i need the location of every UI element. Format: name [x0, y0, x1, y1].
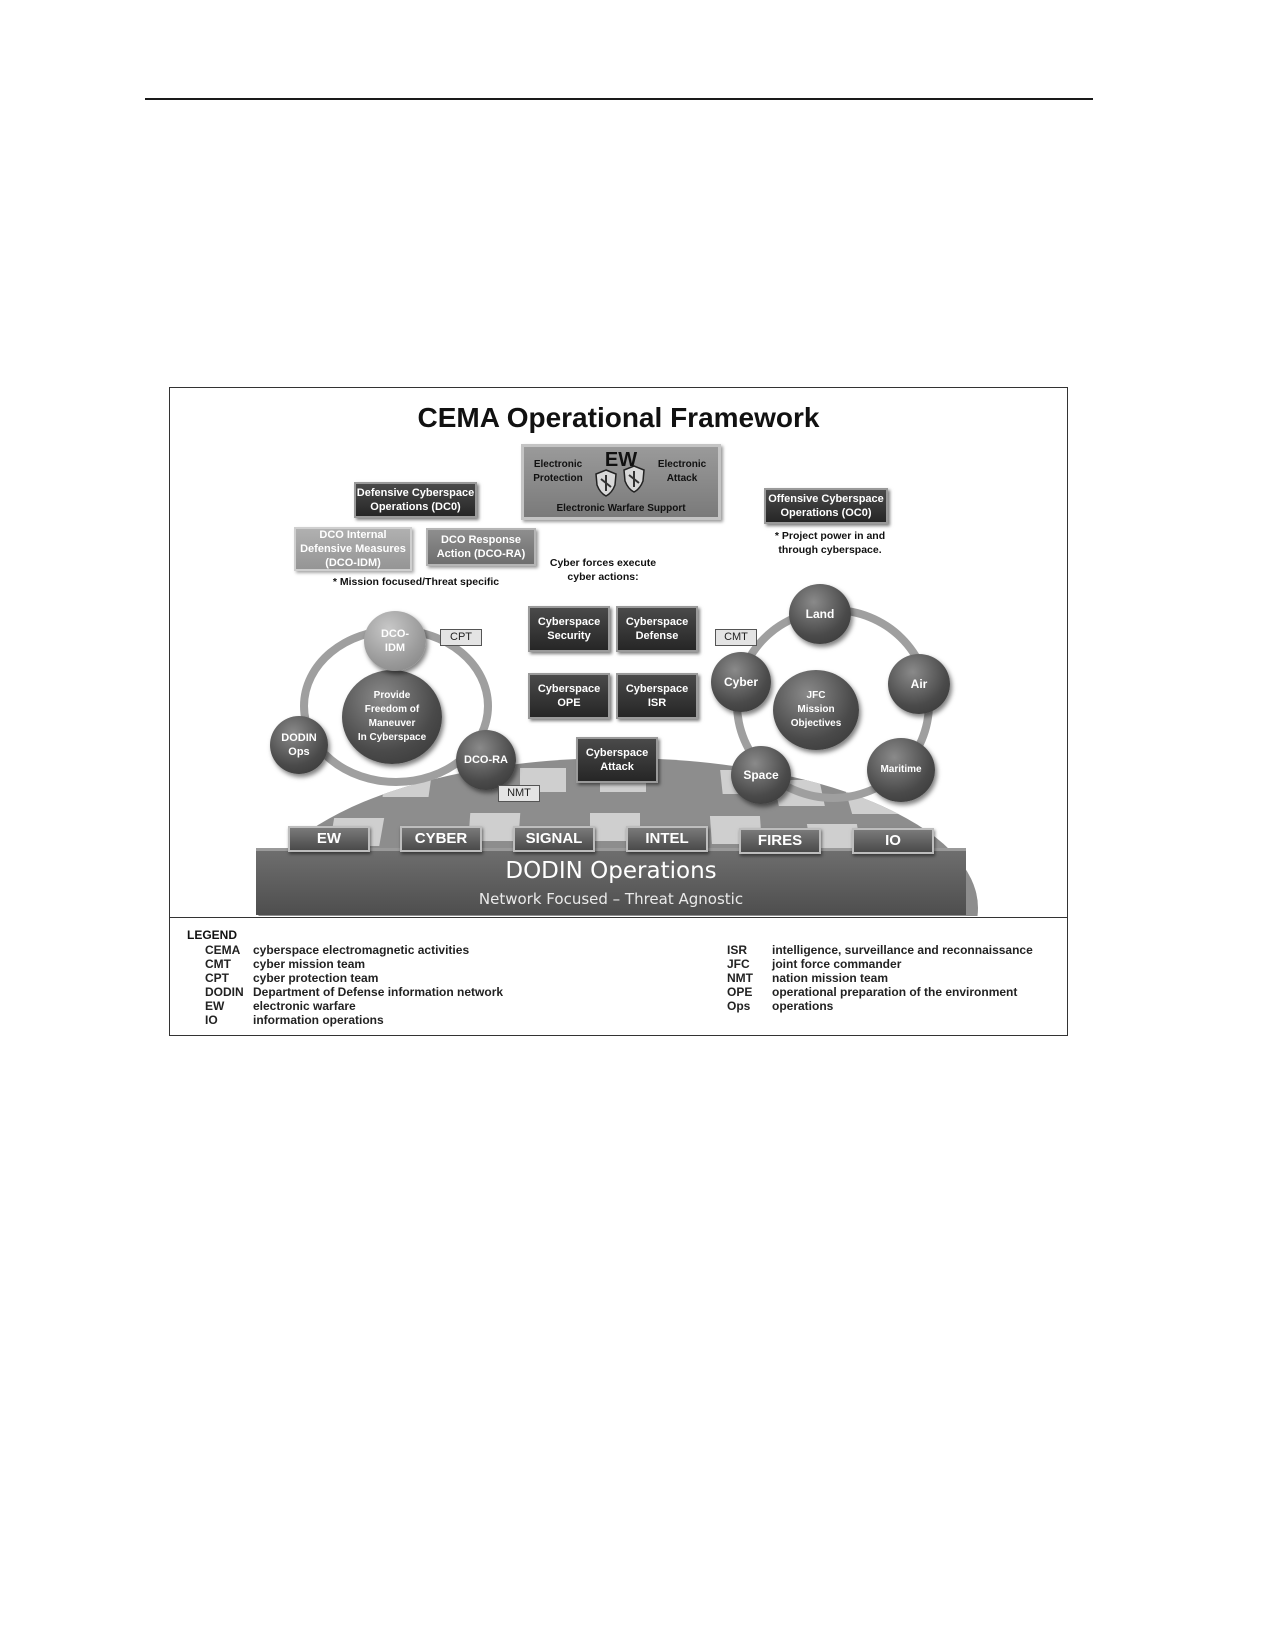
dco-box: Defensive Cyberspace Operations (DC0): [354, 482, 477, 518]
legend-item: OPE operational preparation of the enviro…: [727, 985, 1017, 999]
legend-def: intelligence, surveillance and reconnais…: [772, 943, 1033, 957]
legend-title: LEGEND: [187, 928, 238, 942]
dodin-title: DODIN Operations: [505, 858, 717, 884]
legend-def: cyber protection team: [253, 971, 379, 985]
legend-item: ISR intelligence, surveillance and reconn…: [727, 943, 1033, 957]
legend-def: electronic warfare: [253, 999, 356, 1013]
legend-def: operational preparation of the environme…: [772, 985, 1018, 999]
oco-note: * Project power in and through cyberspac…: [774, 530, 886, 556]
legend-abbr: OPE: [727, 985, 753, 999]
cpt-tag: CPT: [440, 629, 482, 646]
diagram-title: CEMA Operational Framework: [417, 402, 820, 433]
air-circle: Air: [888, 654, 950, 714]
cyber-circle: Cyber: [711, 652, 771, 712]
pillar-intel: INTEL: [626, 826, 708, 852]
land-circle: Land: [789, 584, 851, 644]
oco-box: Offensive Cyberspace Operations (OC0): [764, 488, 888, 524]
cyberspace-defense-box: Cyberspace Defense: [616, 606, 698, 652]
pillar-fires: FIRES: [739, 828, 821, 854]
legend-abbr: IO: [205, 1013, 218, 1027]
maritime-circle: Maritime: [867, 738, 935, 802]
legend-def: cyberspace electromagnetic activities: [253, 943, 470, 957]
legend-abbr: EW: [205, 999, 225, 1013]
dodin-ops-circle: DODIN Ops: [270, 716, 328, 774]
dodin-platform: DODIN Operations Network Focused – Threa…: [256, 848, 966, 915]
legend-item: CEMA cyberspace electromagnetic activitie…: [205, 943, 469, 957]
pillar-ew: EW: [288, 826, 370, 852]
top-rule: [145, 98, 1093, 100]
ew-box: EW Electronic Protection Electronic Atta…: [521, 444, 721, 520]
shield-icon: [623, 465, 645, 493]
legend-item: CPT cyber protection team: [205, 971, 378, 985]
dco-note: * Mission focused/Threat specific: [332, 576, 500, 588]
legend-abbr: NMT: [727, 971, 753, 985]
legend-abbr: CEMA: [205, 943, 241, 957]
pillar-cyber: CYBER: [400, 826, 482, 852]
legend: LEGEND CEMA cyberspace electromagnetic ac…: [170, 917, 1067, 1036]
legend-def: operations: [772, 999, 834, 1013]
cyber-forces-note: Cyber forces execute cyber actions:: [549, 557, 657, 583]
cyberspace-attack-box: Cyberspace Attack: [576, 737, 658, 783]
legend-def: Department of Defense information networ…: [253, 985, 504, 999]
cyberspace-security-box: Cyberspace Security: [528, 606, 610, 652]
legend-abbr: ISR: [727, 943, 748, 957]
legend-item: DODIN Department of Defense information n…: [205, 985, 503, 999]
legend-def: nation mission team: [772, 971, 889, 985]
ew-title: EW: [604, 449, 638, 471]
freedom-of-maneuver-circle: Provide Freedom of Maneuver In Cyberspac…: [342, 670, 442, 764]
legend-def: joint force commander: [772, 957, 902, 971]
cyberspace-ope-box: Cyberspace OPE: [528, 673, 610, 719]
legend-item: EW electronic warfare: [205, 999, 356, 1013]
legend-abbr: JFC: [727, 957, 750, 971]
dco-ra-circle: DCO-RA: [456, 730, 516, 790]
electronic-protection-label: Electronic Protection: [533, 459, 583, 484]
dco-ra-box: DCO Response Action (DCO-RA): [426, 528, 536, 566]
legend-item: JFC joint force commander: [727, 957, 901, 971]
legend-item: IO information operations: [205, 1013, 384, 1027]
legend-def: cyber mission team: [253, 957, 366, 971]
legend-item: Ops operations: [727, 999, 833, 1013]
nmt-tag: NMT: [498, 785, 540, 802]
legend-item: NMT nation mission team: [727, 971, 888, 985]
legend-item: CMT cyber mission team: [205, 957, 365, 971]
ew-support-label: Electronic Warfare Support: [556, 503, 686, 514]
dco-idm-circle: DCO- IDM: [364, 611, 426, 671]
diagram-area: CEMA Operational Framework EW Electronic…: [170, 388, 1067, 916]
jfc-objectives-circle: JFC Mission Objectives: [773, 670, 859, 750]
pillar-io: IO: [852, 828, 934, 854]
cyberspace-isr-box: Cyberspace ISR: [616, 673, 698, 719]
legend-abbr: CMT: [205, 957, 231, 971]
shield-icon: [595, 469, 617, 497]
dco-idm-box: DCO Internal Defensive Measures (DCO-IDM…: [294, 527, 412, 571]
legend-def: information operations: [253, 1013, 384, 1027]
electronic-attack-label: Electronic Attack: [657, 459, 707, 484]
cema-figure: CEMA Operational Framework EW Electronic…: [169, 387, 1068, 1036]
legend-abbr: DODIN: [205, 985, 244, 999]
space-circle: Space: [731, 746, 791, 804]
cmt-tag: CMT: [715, 629, 757, 646]
dodin-subtitle: Network Focused – Threat Agnostic: [478, 890, 744, 908]
legend-abbr: Ops: [727, 999, 751, 1013]
legend-abbr: CPT: [205, 971, 229, 985]
pillar-signal: SIGNAL: [513, 826, 595, 852]
